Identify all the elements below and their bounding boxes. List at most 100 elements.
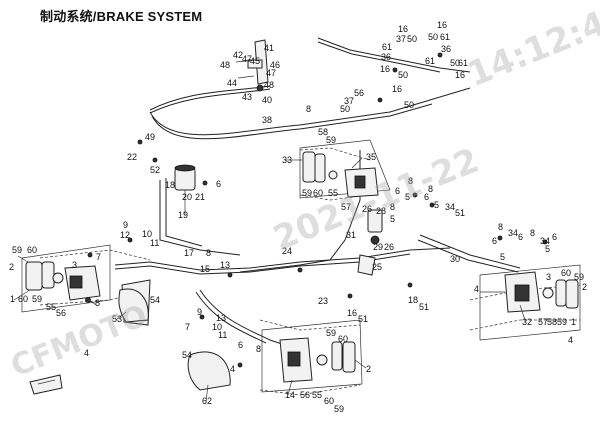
callout-8h: 8 <box>206 248 211 258</box>
diagram-title: 制动系统/BRAKE SYSTEM <box>40 9 203 24</box>
callout-61b: 61 <box>440 32 450 42</box>
callout-59c: 59 <box>302 188 312 198</box>
callout-48: 48 <box>220 60 230 70</box>
callout-1: 1 <box>10 294 15 304</box>
callout-10: 10 <box>142 229 152 239</box>
callout-36b: 36 <box>441 44 451 54</box>
callout-11: 11 <box>150 238 159 248</box>
callout-59b: 59 <box>326 135 336 145</box>
callout-3b: 3 <box>546 272 551 282</box>
callout-55c: 55 <box>312 390 322 400</box>
callout-59: 59 <box>12 245 22 255</box>
callout-50f: 50 <box>404 100 414 110</box>
callout-60: 60 <box>18 294 28 304</box>
callout-48b: 48 <box>264 80 274 90</box>
callout-5e: 5 <box>545 244 550 254</box>
callout-5: 5 <box>405 192 410 202</box>
callout-49: 49 <box>145 132 155 142</box>
callout-56c: 56 <box>300 390 310 400</box>
leader-lines <box>13 157 526 403</box>
callout-55: 55 <box>46 302 56 312</box>
callout-50d: 50 <box>398 70 408 80</box>
callout-47b: 47 <box>266 68 276 78</box>
callout-60c: 60 <box>561 268 571 278</box>
callout-31: 31 <box>346 230 356 240</box>
callout-2: 2 <box>9 262 14 272</box>
callout-57b: 57 <box>538 317 548 327</box>
callout-4: 4 <box>84 348 89 358</box>
callout-29: 29 <box>373 242 383 252</box>
callout-40: 40 <box>262 95 272 105</box>
callout-61c: 61 <box>425 56 435 66</box>
callout-19: 19 <box>178 210 188 220</box>
callout-59g: 59 <box>334 404 344 414</box>
callout-60d: 60 <box>338 334 348 344</box>
callout-2b: 2 <box>582 282 587 292</box>
callout-43: 43 <box>242 92 252 102</box>
callout-23: 23 <box>318 296 328 306</box>
callout-8f: 8 <box>498 222 503 232</box>
callout-6b: 6 <box>395 186 400 196</box>
callout-60b: 60 <box>313 188 323 198</box>
callout-36: 36 <box>381 52 391 62</box>
callout-13b: 13 <box>216 313 226 323</box>
callout-30: 30 <box>450 254 460 264</box>
callout-34: 34 <box>445 202 455 212</box>
callout-3: 3 <box>72 260 77 270</box>
callout-16e: 16 <box>392 84 402 94</box>
callout-58b: 58 <box>547 317 557 327</box>
fastener-set <box>87 52 548 368</box>
callout-5c: 5 <box>390 214 395 224</box>
callout-9: 9 <box>123 220 128 230</box>
callout-47: 47 <box>242 54 252 64</box>
callout-56b: 56 <box>354 88 364 98</box>
callout-54b: 54 <box>182 350 192 360</box>
callout-2c: 2 <box>366 364 371 374</box>
callout-16d: 16 <box>455 70 465 80</box>
brake-reservoir <box>174 164 196 215</box>
callout-22: 22 <box>127 152 137 162</box>
callout-52: 52 <box>150 165 160 175</box>
callout-61: 61 <box>382 42 392 52</box>
callout-16c: 16 <box>437 20 447 30</box>
callout-6g: 6 <box>238 340 243 350</box>
center-valve-assembly <box>357 209 383 276</box>
callout-7b: 7 <box>185 322 190 332</box>
callout-6: 6 <box>216 179 221 189</box>
callout-58: 58 <box>318 127 328 137</box>
right-caliper-assembly <box>479 264 581 341</box>
brake-line-top-right <box>317 37 471 73</box>
callout-6e: 6 <box>552 232 557 242</box>
callout-10b: 10 <box>212 322 222 332</box>
callout-18b: 18 <box>408 295 418 305</box>
callout-16: 16 <box>398 24 408 34</box>
callout-6d: 6 <box>518 232 523 242</box>
callout-16f: 16 <box>347 308 357 318</box>
brake-line-30 <box>419 234 521 269</box>
callout-59f: 59 <box>326 328 336 338</box>
callout-55b: 55 <box>328 188 338 198</box>
callout-26b: 26 <box>384 242 394 252</box>
callout-4d: 4 <box>230 364 235 374</box>
callout-26: 26 <box>362 204 372 214</box>
callout-1b: 1 <box>571 317 576 327</box>
callout-57: 57 <box>341 202 351 212</box>
callout-14: 14 <box>285 390 295 400</box>
callout-5d: 5 <box>500 252 505 262</box>
callout-13: 13 <box>220 260 230 270</box>
callout-32: 32 <box>522 317 532 327</box>
callout-12: 12 <box>120 230 130 240</box>
callout-41: 41 <box>264 43 274 53</box>
callout-4b: 4 <box>474 284 479 294</box>
callout-25: 25 <box>372 262 382 272</box>
callout-50e: 50 <box>340 104 350 114</box>
brake-line-38 <box>149 87 471 136</box>
callout-60: 60 <box>27 245 37 255</box>
callout-18: 18 <box>165 180 175 190</box>
callout-4c: 4 <box>568 335 573 345</box>
brake-line-lower <box>114 247 451 271</box>
callout-37b: 37 <box>344 96 354 106</box>
callout-7: 7 <box>96 252 101 262</box>
